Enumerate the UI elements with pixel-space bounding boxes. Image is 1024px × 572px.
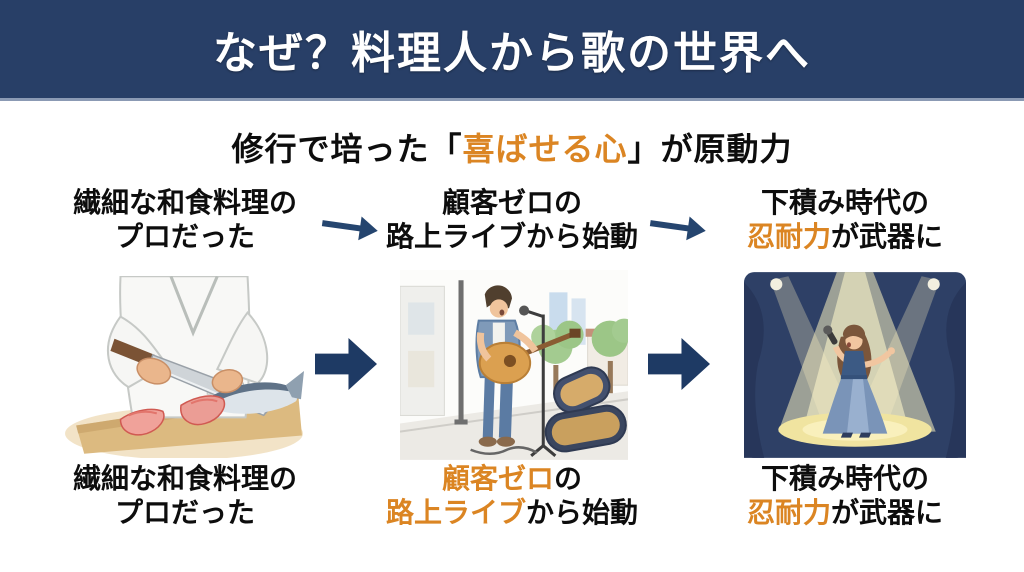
solid-right-arrow-1 — [315, 338, 377, 390]
thin-right-arrow-1 — [321, 216, 378, 241]
bottom-caption-stage-line2-highlight: 忍耐力 — [746, 497, 831, 528]
top-label-busking: 顧客ゼロの 路上ライブから始動 — [362, 186, 662, 254]
bottom-caption-busking-line2-highlight: 路上ライブ — [385, 497, 526, 528]
bottom-caption-stage: 下積み時代の 忍耐力が武器に — [695, 462, 995, 530]
bottom-caption-stage-line2-rest: が武器に — [831, 497, 944, 528]
bottom-caption-stage-line1: 下積み時代の — [760, 463, 929, 494]
top-label-busking-line2: 路上ライブから始動 — [385, 221, 638, 252]
subtitle-prefix: 修行で培った — [231, 131, 430, 167]
thin-right-arrow-2 — [649, 216, 706, 241]
singer-illustration-svg — [744, 272, 966, 458]
subtitle-suffix: が原動力 — [660, 131, 793, 167]
bottom-caption-chef: 繊細な和食料理の プロだった — [35, 462, 335, 530]
top-label-chef-line1: 繊細な和食料理の — [72, 187, 297, 218]
bottom-caption-busking: 顧客ゼロの 路上ライブから始動 — [362, 462, 662, 530]
top-label-stage: 下積み時代の 忍耐力が武器に — [695, 186, 995, 254]
chef-slicing-fish-illustration — [58, 276, 304, 458]
top-label-stage-line2-rest: が武器に — [831, 221, 944, 252]
top-label-chef: 繊細な和食料理の プロだった — [35, 186, 335, 254]
top-label-chef-line2: プロだった — [114, 221, 255, 252]
bottom-caption-busking-line1-highlight: 顧客ゼロ — [441, 463, 554, 494]
street-musician-illustration — [400, 270, 628, 460]
bottom-caption-busking-line2: 路上ライブから始動 — [362, 496, 662, 530]
chef-illustration-svg — [65, 276, 304, 458]
subtitle: 修行で培った「喜ばせる心」が原動力 — [0, 124, 1024, 170]
solid-right-arrow-2 — [648, 338, 710, 390]
singer-spotlight-illustration — [744, 272, 966, 458]
top-label-stage-line2-highlight: 忍耐力 — [746, 221, 831, 252]
subtitle-open-quote: 「 — [429, 131, 463, 167]
bottom-caption-stage-line2: 忍耐力が武器に — [695, 496, 995, 530]
bottom-caption-busking-line2-rest: から始動 — [526, 497, 639, 528]
top-label-stage-line2: 忍耐力が武器に — [695, 220, 995, 254]
top-label-busking-line1: 顧客ゼロの — [441, 187, 582, 218]
bottom-caption-chef-line1: 繊細な和食料理の — [72, 463, 297, 494]
busker-illustration-svg — [400, 270, 628, 460]
subtitle-close-quote: 」 — [627, 131, 661, 167]
bottom-caption-busking-line1: 顧客ゼロの — [362, 462, 662, 496]
bottom-caption-busking-line1-rest: の — [554, 463, 583, 494]
header-banner: なぜ？料理人から歌の世界へ — [0, 0, 1024, 101]
bottom-caption-chef-line2: プロだった — [114, 497, 255, 528]
subtitle-highlight: 喜ばせる心 — [462, 131, 628, 167]
page-title: なぜ？料理人から歌の世界へ — [213, 29, 811, 78]
top-label-stage-line1: 下積み時代の — [760, 187, 929, 218]
